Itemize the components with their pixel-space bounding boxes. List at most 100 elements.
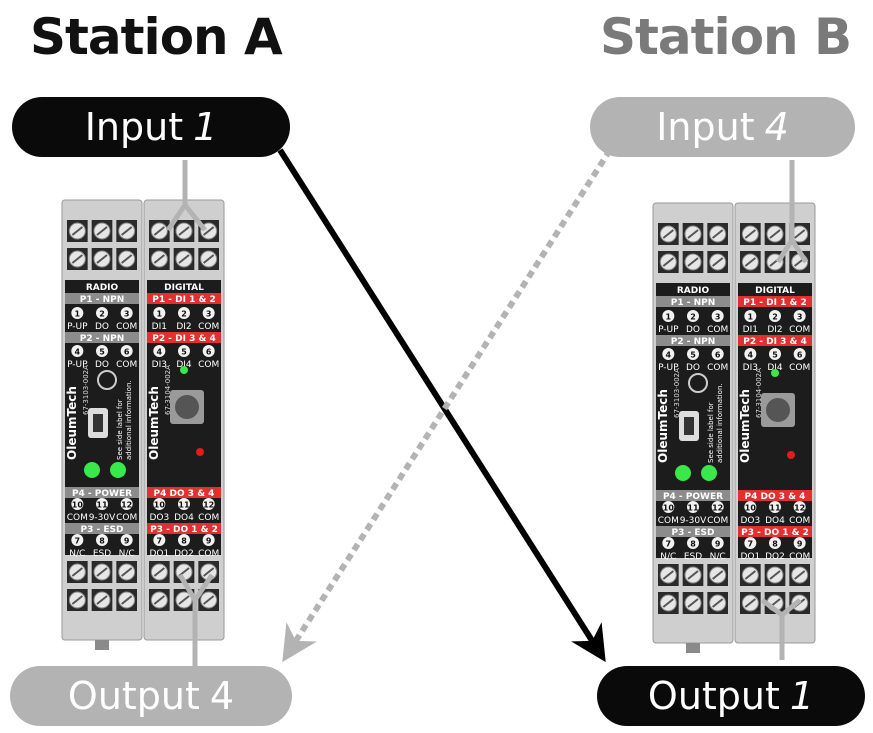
radio-p4-band — [65, 487, 139, 498]
radio-top-terminal-screw-slot — [662, 229, 674, 239]
radio-row3-pin — [96, 498, 108, 510]
digital-row1-pin — [178, 307, 190, 319]
radio-bottom-terminal-screw-slot — [687, 570, 699, 580]
radio-row3-pin — [711, 501, 724, 513]
usb-port-slot — [684, 417, 694, 435]
digital-bottom-terminal-screw-slot — [744, 570, 756, 580]
radio-row1-pin — [687, 310, 699, 322]
digital-red-led — [196, 448, 204, 456]
digital-row4-pin — [178, 534, 190, 546]
radio-row3-pin-number: 10 — [663, 504, 675, 513]
radio-row1-pin — [662, 310, 675, 322]
digital-p3-band-label: P3 - DO 1 & 2 — [741, 528, 809, 538]
digital-top-terminal-screw-slot — [153, 226, 165, 236]
radio-note-line2: additional information. — [125, 380, 133, 460]
digital-row3-pin — [202, 498, 215, 510]
radio-row2-pin-number: 6 — [715, 351, 721, 360]
radio-part-number: 67-3103-002A — [673, 368, 681, 418]
radio-row3-pin-label: COM — [116, 513, 137, 523]
radio-bottom-terminal-screw-slot — [712, 570, 724, 580]
radio-note-line1: See side label for — [116, 399, 124, 460]
radio-row1-pin-label: COM — [707, 325, 728, 335]
digital-bottom-terminal-screw-slot — [153, 567, 165, 577]
digital-row4-pin-label: DO2 — [765, 552, 785, 562]
digital-row4-pin-number: 9 — [206, 537, 212, 546]
digital-bottom-terminal-screw-slot — [178, 595, 190, 605]
radio-row1-pin-label: COM — [116, 322, 137, 332]
radio-p2-band-label: P2 - NPN — [80, 334, 125, 344]
digital-row3-pin-number: 12 — [203, 501, 214, 510]
radio-header: RADIO — [677, 286, 710, 296]
digital-p3-band-label: P3 - DO 1 & 2 — [150, 525, 218, 535]
digital-p1-band-label: P1 - DI 1 & 2 — [152, 295, 215, 305]
rotary-switch-dial — [175, 395, 199, 419]
radio-top-terminal-screw-slot — [712, 257, 724, 267]
digital-row1-pin-label: DI2 — [767, 325, 782, 335]
digital-row1-pin — [769, 310, 781, 322]
digital-row4-pin-label: DO1 — [149, 549, 169, 559]
digital-row2-pin-label: DI3 — [152, 360, 167, 370]
digital-part-number: 67-3104-002A — [164, 365, 172, 415]
radio-row4-pin — [711, 537, 724, 549]
radio-p2-band — [656, 335, 730, 346]
radio-brand: OleumTech — [656, 389, 670, 463]
digital-bottom-terminal-screw-slot — [203, 595, 215, 605]
digital-red-led — [787, 451, 795, 459]
radio-row4-pin-number: 7 — [666, 540, 672, 549]
radio-row1-pin — [120, 307, 133, 319]
digital-row4-pin-number: 7 — [157, 537, 163, 546]
radio-row3-pin — [120, 498, 133, 510]
radio-row2-pin — [71, 345, 84, 357]
digital-row1-pin-number: 3 — [206, 310, 212, 319]
usb-port-slot — [93, 414, 103, 432]
digital-row3-pin-label: DO3 — [740, 516, 760, 526]
digital-row4-pin — [744, 537, 757, 549]
digital-p4-band — [738, 490, 812, 501]
radio-row2-pin-number: 5 — [99, 348, 105, 357]
radio-green-led — [110, 462, 126, 478]
digital-row1-pin-number: 1 — [157, 310, 163, 319]
radio-row2-pin — [120, 345, 133, 357]
digital-row3-pin — [793, 501, 806, 513]
digital-top-terminal-screw-slot — [178, 254, 190, 264]
radio-row2-pin — [687, 348, 699, 360]
output-b-wire — [760, 598, 802, 660]
output-b-label: Output — [647, 674, 780, 718]
digital-row4-pin — [202, 534, 215, 546]
radio-row4-pin — [96, 534, 108, 546]
digital-row2-pin — [744, 348, 757, 360]
digital-row2-pin — [178, 345, 190, 357]
digital-row2-pin — [793, 348, 806, 360]
radio-row1-pin-label: P-UP — [67, 322, 88, 332]
radio-top-terminal-screw-slot — [96, 226, 108, 236]
digital-bottom-terminal-screw-slot — [203, 567, 215, 577]
digital-row2-pin-number: 6 — [206, 348, 212, 357]
radio-row3-pin-label: COM — [658, 516, 679, 526]
digital-row3-pin-number: 10 — [154, 501, 166, 510]
digital-row3-pin — [744, 501, 757, 513]
radio-p1-band — [65, 293, 139, 304]
input-a-number: 1 — [193, 105, 218, 149]
radio-row4-pin — [687, 537, 699, 549]
digital-bottom-terminal-screw-slot — [794, 570, 806, 580]
radio-p2-band — [65, 332, 139, 343]
digital-row4-pin-number: 8 — [772, 540, 778, 549]
radio-row1-pin-number: 2 — [690, 313, 696, 322]
digital-p1-band-label: P1 - DI 1 & 2 — [743, 298, 806, 308]
digital-row1-pin-label: DI2 — [176, 322, 191, 332]
digital-row4-pin-number: 9 — [797, 540, 803, 549]
radio-green-led — [675, 465, 691, 481]
digital-row2-pin — [769, 348, 781, 360]
station-a-title: Station A — [30, 8, 283, 66]
radio-brand: OleumTech — [65, 386, 79, 460]
radio-row1-pin — [711, 310, 724, 322]
radio-top-terminal-screw-slot — [712, 229, 724, 239]
digital-row1-pin-number: 1 — [748, 313, 754, 322]
digital-p2-band-label: P2 - DI 3 & 4 — [152, 334, 215, 344]
radio-row1-pin-number: 3 — [715, 313, 721, 322]
input-a-wire — [165, 160, 207, 232]
radio-p1-band-label: P1 - NPN — [80, 295, 125, 305]
digital-row3-pin — [769, 501, 781, 513]
digital-row1-pin — [202, 307, 215, 319]
digital-bottom-terminal-screw-slot — [744, 598, 756, 608]
